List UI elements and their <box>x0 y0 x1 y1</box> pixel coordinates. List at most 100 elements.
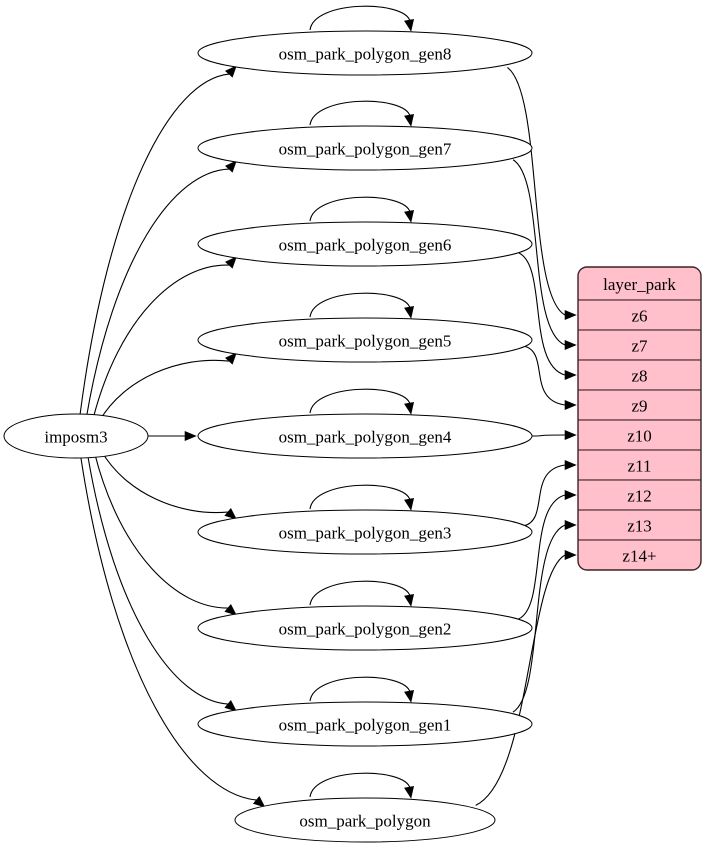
layer-park-row-z13[interactable]: z13 <box>578 509 701 541</box>
edge-imposm3-to-base <box>80 456 257 801</box>
node-shape-gen1 <box>197 701 533 747</box>
edge-gen8-to-z6 <box>507 67 566 316</box>
node-label-imposm3: imposm3 <box>44 428 107 447</box>
layer-park-cells: layer_park z6 z7 z8 z9 z10 z11 z12 z13 z14+ <box>578 267 701 570</box>
arrowhead-self-loop-gen3 <box>404 497 415 511</box>
node-gen5[interactable]: osm_park_polygon_gen5 <box>197 317 533 363</box>
arrowhead-gen4-to-z10 <box>564 429 577 441</box>
node-gen4[interactable]: osm_park_polygon_gen4 <box>197 413 533 459</box>
arrowhead-gen3-to-z11 <box>564 459 577 471</box>
arrowhead-self-loop-gen1 <box>404 689 415 703</box>
node-label-gen7: osm_park_polygon_gen7 <box>279 140 452 159</box>
arrowhead-imposm3-to-base <box>252 795 266 808</box>
arrowhead-imposm3-to-gen1 <box>224 699 237 712</box>
arrowhead-self-loop-base <box>404 785 415 799</box>
edge-imposm3-to-gen7 <box>85 168 229 418</box>
layer-park-row-label-z9: z9 <box>631 397 647 416</box>
node-gen6[interactable]: osm_park_polygon_gen6 <box>197 221 533 267</box>
layer-park-row-label-z11: z11 <box>628 457 652 476</box>
arrowhead-self-loop-gen4 <box>404 401 415 415</box>
layer-park-row-bg-z10 <box>578 419 701 451</box>
layer-park-row-bg-z8 <box>578 359 701 391</box>
node-shape-gen7 <box>197 125 533 171</box>
node-shape-gen6 <box>197 221 533 267</box>
node-label-gen1: osm_park_polygon_gen1 <box>279 716 452 735</box>
layer-park-row-label-z7: z7 <box>631 337 648 356</box>
layer-park-header: layer_park <box>578 267 701 301</box>
self-loop-gen3 <box>309 484 411 510</box>
node-gen7[interactable]: osm_park_polygon_gen7 <box>197 125 533 171</box>
arrowhead-base-to-z14+ <box>564 549 577 561</box>
node-label-gen3: osm_park_polygon_gen3 <box>279 524 452 543</box>
layer-park-row-label-z10: z10 <box>627 427 652 446</box>
node-label-gen6: osm_park_polygon_gen6 <box>279 236 452 255</box>
edge-base-to-z14+ <box>475 554 566 806</box>
arrowhead-gen1-to-z13 <box>564 519 577 531</box>
node-gen2[interactable]: osm_park_polygon_gen2 <box>197 605 533 651</box>
layer-park-row-label-z12: z12 <box>627 487 652 506</box>
self-loop-gen4 <box>309 388 411 414</box>
layer-park-header-label: layer_park <box>603 275 676 294</box>
self-loop-gen2 <box>309 580 411 606</box>
arrowhead-gen5-to-z9 <box>564 399 577 411</box>
layer-park-outline <box>577 266 702 571</box>
node-shape-gen2 <box>197 605 533 651</box>
nodes-layer: imposm3 osm_park_polygon_gen8 osm_park_pol… <box>3 30 533 843</box>
self-loop-gen8 <box>309 5 411 31</box>
edge-imposm3-to-gen8 <box>79 73 230 416</box>
layer-park-row-z12[interactable]: z12 <box>578 479 701 511</box>
arrowhead-self-loop-gen8 <box>404 18 415 32</box>
node-shape-gen5 <box>197 317 533 363</box>
self-loop-gen5 <box>309 292 411 318</box>
node-label-gen2: osm_park_polygon_gen2 <box>279 620 452 639</box>
edge-gen7-to-z7 <box>512 159 566 346</box>
node-base[interactable]: osm_park_polygon <box>234 797 496 843</box>
layer-park-row-z8[interactable]: z8 <box>578 359 701 391</box>
arrowhead-gen6-to-z8 <box>564 369 577 381</box>
layer-park-row-bg-z14+ <box>578 539 701 570</box>
node-shape-gen3 <box>197 509 533 555</box>
arrowhead-self-loop-gen2 <box>404 593 415 607</box>
node-label-gen8: osm_park_polygon_gen8 <box>279 45 452 64</box>
edge-imposm3-to-gen2 <box>94 452 228 609</box>
self-loop-gen7 <box>309 100 411 126</box>
node-gen3[interactable]: osm_park_polygon_gen3 <box>197 509 533 555</box>
layer-park-row-z11[interactable]: z11 <box>578 449 701 481</box>
arrowhead-imposm3-to-gen6 <box>225 256 237 269</box>
arrowhead-self-loop-gen7 <box>404 113 415 127</box>
self-loop-gen1 <box>309 676 411 702</box>
node-label-gen4: osm_park_polygon_gen4 <box>279 428 452 447</box>
node-imposm3[interactable]: imposm3 <box>3 413 149 459</box>
layer-park-row-z9[interactable]: z9 <box>578 389 701 421</box>
node-shape-gen4 <box>197 413 533 459</box>
layer-park-row-label-z14+: z14+ <box>622 547 656 566</box>
layer-park-row-label-z8: z8 <box>631 367 647 386</box>
edge-gen5-to-z9 <box>524 345 566 406</box>
edge-gen3-to-z11 <box>524 464 566 527</box>
node-gen1[interactable]: osm_park_polygon_gen1 <box>197 701 533 747</box>
edge-imposm3-to-gen3 <box>101 450 228 514</box>
arrowhead-imposm3-to-gen2 <box>224 603 237 616</box>
node-label-base: osm_park_polygon <box>299 812 431 831</box>
arrowhead-self-loop-gen5 <box>404 305 415 319</box>
node-shape-base <box>234 797 496 843</box>
node-label-gen5: osm_park_polygon_gen5 <box>279 332 452 351</box>
layer-park-row-bg-z6 <box>578 299 701 331</box>
node-shape-imposm3 <box>3 413 149 459</box>
arrowhead-gen2-to-z12 <box>564 489 577 501</box>
arrowhead-imposm3-to-gen3 <box>224 507 237 520</box>
layer-park-row-z14+[interactable]: z14+ <box>578 539 701 570</box>
node-gen8[interactable]: osm_park_polygon_gen8 <box>197 30 533 76</box>
layer-park-row-bg-z11 <box>578 449 701 481</box>
layer-park-row-label-z13: z13 <box>627 517 652 536</box>
layer-park-row-z7[interactable]: z7 <box>578 329 701 361</box>
arrowhead-imposm3-to-gen7 <box>225 160 237 173</box>
arrowhead-gen7-to-z7 <box>564 339 577 351</box>
layer-park-row-z10[interactable]: z10 <box>578 419 701 451</box>
node-shape-gen8 <box>197 30 533 76</box>
layer-park-row-label-z6: z6 <box>631 307 647 326</box>
edge-gen2-to-z12 <box>518 494 566 620</box>
arrowhead-gen8-to-z6 <box>564 309 577 321</box>
layer-park-row-z6[interactable]: z6 <box>578 299 701 331</box>
